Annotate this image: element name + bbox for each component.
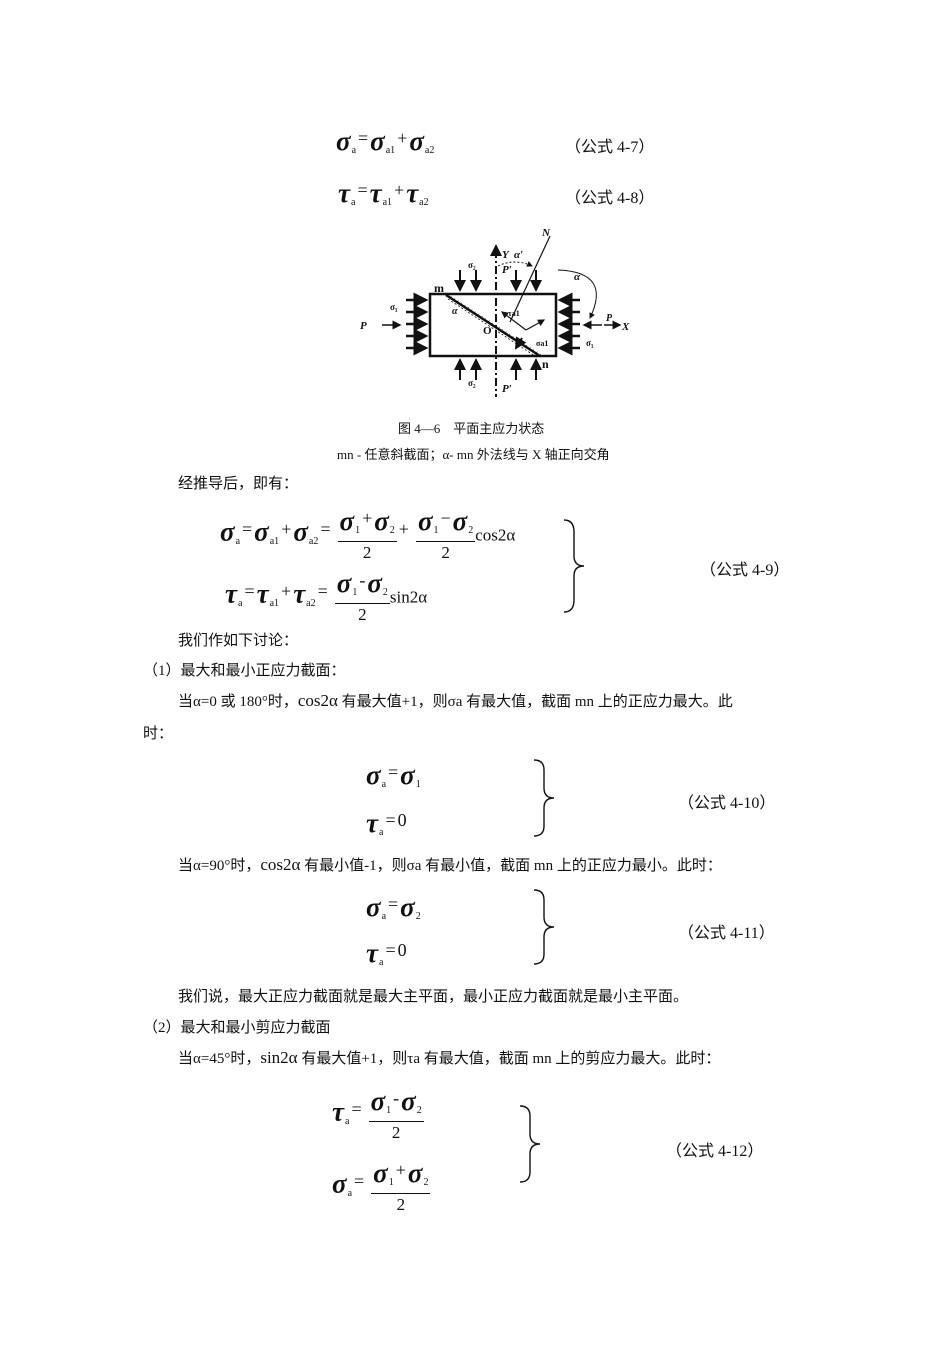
formula-tag-4-7: （公式 4-7） [565,139,655,156]
figure-caption-note: mn - 任意斜截面；α- mn 外法线与 X 轴正向交角 [337,447,610,462]
brace-4-9 [563,519,585,613]
label-sigma1-left: σ₁ [390,302,398,312]
paragraph-derivation: 经推导后，即有： [178,476,299,492]
normal-line-n [509,235,551,323]
brace-4-11 [533,889,555,965]
paragraph-principal-planes: 我们说，最大正应力截面就是最大主平面，最小正应力截面就是最小主平面。 [178,989,689,1005]
label-O: O [483,325,492,337]
heading-max-min-normal: （1）最大和最小正应力截面： [143,663,346,679]
formula-4-10-sigma: σa=σ1 [366,760,421,790]
label-sigma2-top: σ₂ [468,260,476,270]
section-stress-vectors [501,311,546,350]
label-P-left: P [360,320,367,332]
label-m: m [434,281,444,295]
paragraph-alpha-ninety: 当α=90°时，cos2α 有最小值-1，则σa 有最小值，截面 mn 上的正应… [178,855,722,874]
plane-stress-diagram: N Y α′ P′ α σ₂ m σ₁ α τa1 P P X O σa1 σ₁… [360,227,630,397]
label-alpha-prime: α′ [514,249,523,261]
label-alpha-inner: α [452,306,458,317]
formula-4-8: τa=τa1+τa2 [338,178,429,208]
top-load-arrows [454,270,542,292]
formula-tag-4-11: （公式 4-11） [678,925,775,942]
formula-4-10-tau: τa=0 [366,808,407,838]
label-n: n [542,357,549,371]
label-sigma-a1: σa1 [536,339,548,348]
heading-max-min-shear: （2）最大和最小剪应力截面 [143,1020,331,1036]
paragraph-alpha-45: 当α=45°时，sin2α 有最大值+1，则τa 有最大值，截面 mn 上的剪应… [178,1048,721,1067]
bottom-load-arrows [454,358,542,380]
label-alpha-right: α [574,271,581,283]
formula-4-11-sigma: σa=σ2 [366,892,421,922]
left-load-arrows [382,292,429,356]
figure-caption-title: 图 4—6 平面主应力状态 [398,421,545,436]
brace-4-12 [519,1105,541,1183]
label-P-prime-top: P′ [502,264,512,276]
formula-4-7: σa=σa1+σa2 [336,126,435,156]
label-tau-a1: τa1 [508,309,520,318]
formula-tag-4-12: （公式 4-12） [666,1143,764,1160]
paragraph-alpha-zero-cont: 时： [143,726,174,742]
right-load-arrows [557,292,622,356]
formula-tag-4-9: （公式 4-9） [700,562,790,579]
alpha-arc [557,269,597,319]
paragraph-alpha-zero: 当α=0 或 180°时，cos2α 有最大值+1，则σa 有最大值，截面 mn… [178,691,733,710]
formula-tag-4-10: （公式 4-10） [678,795,776,812]
label-Y: Y [502,249,510,261]
label-P-right: P [606,313,613,324]
label-N: N [541,227,551,239]
paragraph-discussion: 我们作如下讨论： [178,633,299,649]
brace-4-10 [533,759,555,837]
formula-4-11-tau: τa=0 [366,938,407,968]
label-X: X [621,321,630,333]
alpha-prime-arc [497,261,533,267]
formula-tag-4-8: （公式 4-8） [565,190,655,207]
label-sigma2-bottom: σ₂ [468,378,476,388]
label-sigma1-right: σ₁ [586,338,594,348]
label-P-prime-bottom: P′ [502,383,512,395]
element-rectangle [428,292,558,358]
